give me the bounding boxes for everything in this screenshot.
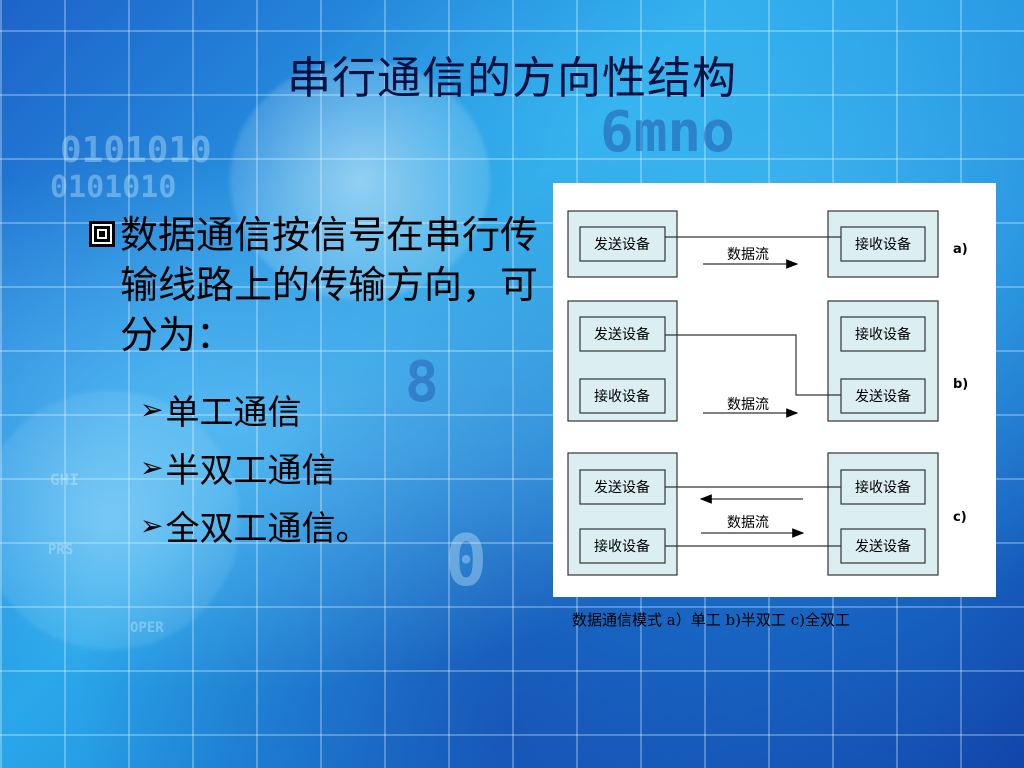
box-label: 发送设备 [855, 388, 911, 405]
box-label: 发送设备 [594, 326, 650, 343]
list-item: ➢ 单工通信 [140, 380, 369, 438]
background-keypad-text: 8 [405, 350, 439, 415]
box-label: 接收设备 [855, 236, 911, 253]
background-keypad-text: 0 [445, 520, 488, 602]
box-label: 发送设备 [855, 538, 911, 555]
list-item-label: 单工通信 [165, 392, 302, 433]
panel-label: a) [953, 242, 968, 257]
communication-modes-figure: 发送设备 接收设备 数据流 发送设备 接收设备 接收设备 发送设备 数据流 发送… [553, 183, 996, 597]
square-bullet-icon [89, 221, 115, 247]
background-keypad-text: 6mno [600, 100, 735, 165]
box-label: 发送设备 [594, 236, 650, 253]
background-globe [0, 390, 240, 650]
list-item-label: 全双工通信。 [165, 508, 370, 549]
list-item: ➢ 半双工通信 [140, 438, 369, 496]
slide-title: 串行通信的方向性结构 [287, 53, 737, 104]
box-label: 接收设备 [594, 388, 650, 405]
sub-list: ➢ 单工通信 ➢ 半双工通信 ➢ 全双工通信。 [140, 380, 369, 554]
list-item: ➢ 全双工通信。 [140, 496, 369, 554]
background-keypad-text: GHI [50, 470, 79, 489]
background-keypad-text: OPER [130, 620, 164, 636]
flow-label: 数据流 [727, 397, 769, 413]
flow-label: 数据流 [727, 515, 769, 531]
arrow-bullet-icon: ➢ [140, 450, 164, 484]
flow-label: 数据流 [727, 247, 769, 263]
background-keypad-text: PRS [48, 542, 74, 558]
figure-caption: 数据通信模式 a）单工 b)半双工 c)全双工 [572, 611, 850, 629]
arrow-bullet-icon: ➢ [140, 508, 164, 542]
box-label: 接收设备 [594, 538, 650, 555]
communication-diagram: 发送设备 接收设备 数据流 发送设备 接收设备 接收设备 发送设备 数据流 发送… [567, 210, 968, 576]
panel-label: b) [953, 377, 968, 392]
arrow-bullet-icon: ➢ [140, 392, 164, 426]
background-digits: 0101010 [60, 130, 212, 171]
main-bullet: 数据通信按信号在串行传输线路上的传输方向，可分为： [88, 210, 548, 360]
background-glow [230, 60, 490, 300]
bullet-text: 数据通信按信号在串行传输线路上的传输方向，可分为： [120, 213, 539, 357]
panel-label: c) [953, 510, 967, 525]
box-label: 接收设备 [855, 326, 911, 343]
box-label: 发送设备 [594, 479, 650, 496]
list-item-label: 半双工通信 [165, 450, 336, 491]
box-label: 接收设备 [855, 479, 911, 496]
background-digits: 0101010 [50, 170, 177, 205]
